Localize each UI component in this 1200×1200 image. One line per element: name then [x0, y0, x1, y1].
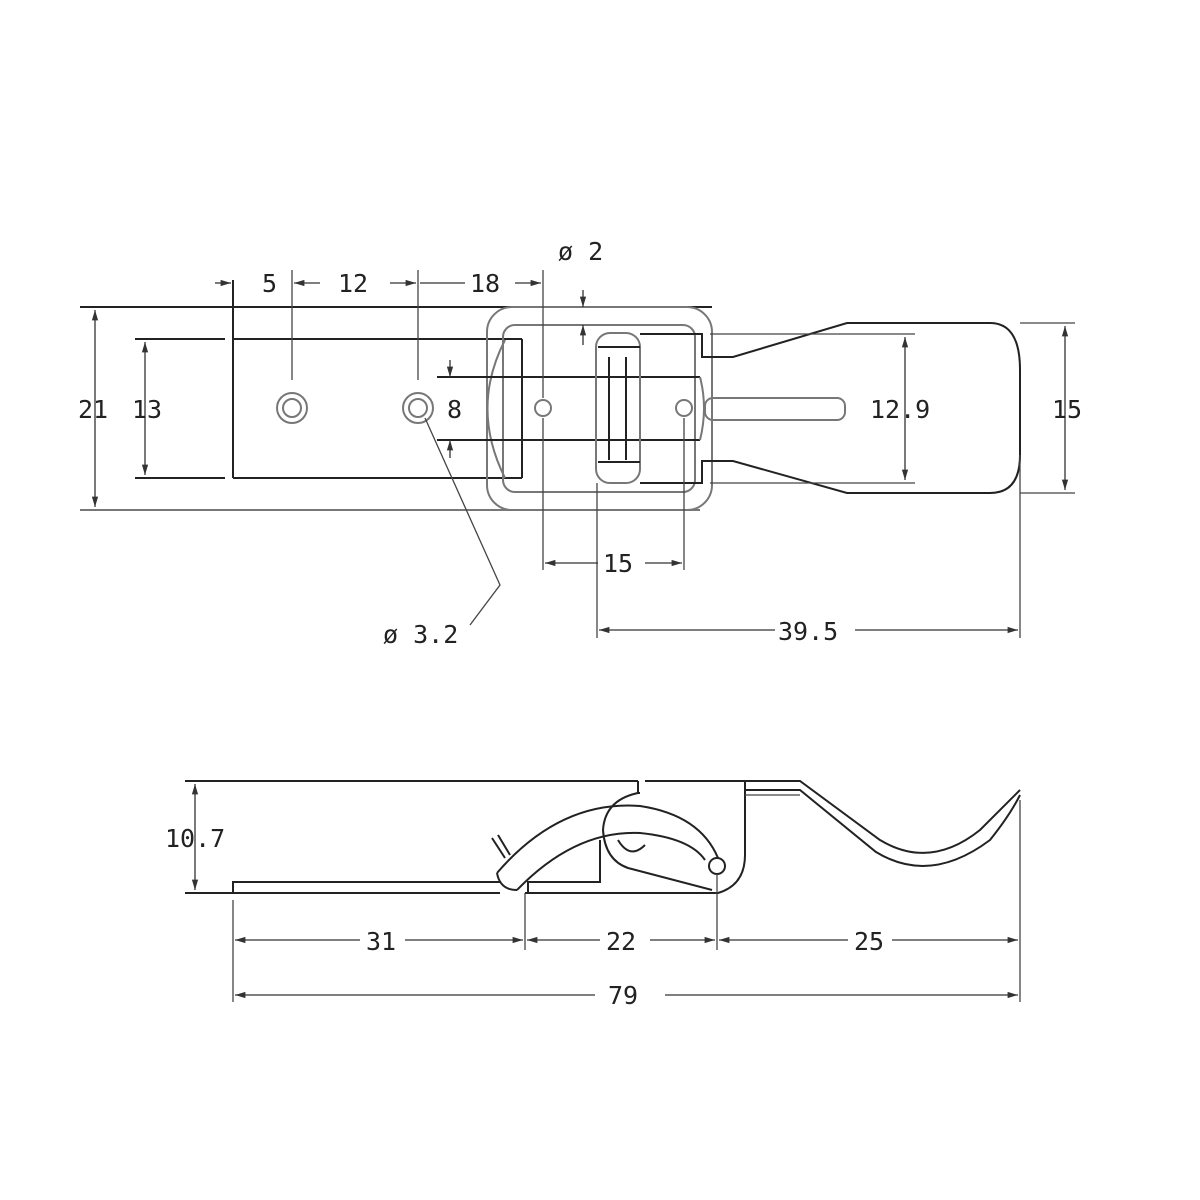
base-plate	[80, 280, 712, 511]
hook-lever	[640, 322, 1021, 494]
dim-lever-length: 25	[854, 927, 884, 956]
dim-pin-spacing: 15	[603, 549, 633, 578]
dim-plate-width: 13	[132, 395, 162, 424]
dim-hook-inner-width: 12.9	[870, 395, 930, 424]
dim-pin-diameter: ø 2	[558, 237, 603, 266]
dim-hook-length: 39.5	[778, 617, 838, 646]
pivot-strip	[437, 376, 705, 441]
wire-loop	[486, 306, 713, 511]
dim-overall-width: 21	[78, 395, 108, 424]
dimension-lines-top	[91, 270, 1075, 638]
dimension-lines-side	[191, 784, 1021, 1002]
dim-overall-length: 79	[608, 981, 638, 1010]
dim-strip-width: 8	[447, 395, 462, 424]
dim-height: 10.7	[165, 824, 225, 853]
dim-mount-hole-diameter: ø 3.2	[383, 620, 458, 649]
side-profile	[185, 780, 1021, 894]
mounting-hole-2	[402, 392, 434, 424]
dim-base-length: 31	[366, 927, 396, 956]
hook-crossbar	[595, 332, 641, 484]
side-view: 10.7 31 22 25 79	[165, 780, 1021, 1010]
dim-middle-length: 22	[606, 927, 636, 956]
dim-hook-outer-width: 15	[1052, 395, 1082, 424]
dim-hole-pitch: 12	[338, 269, 368, 298]
dim-edge-to-hole: 5	[262, 269, 277, 298]
dim-hole-to-pin: 18	[470, 269, 500, 298]
top-view: 21 13 8 5 12 18 ø 2 15 39.5 12.9 15 ø 3.…	[78, 237, 1082, 649]
mounting-hole-1	[276, 392, 308, 424]
